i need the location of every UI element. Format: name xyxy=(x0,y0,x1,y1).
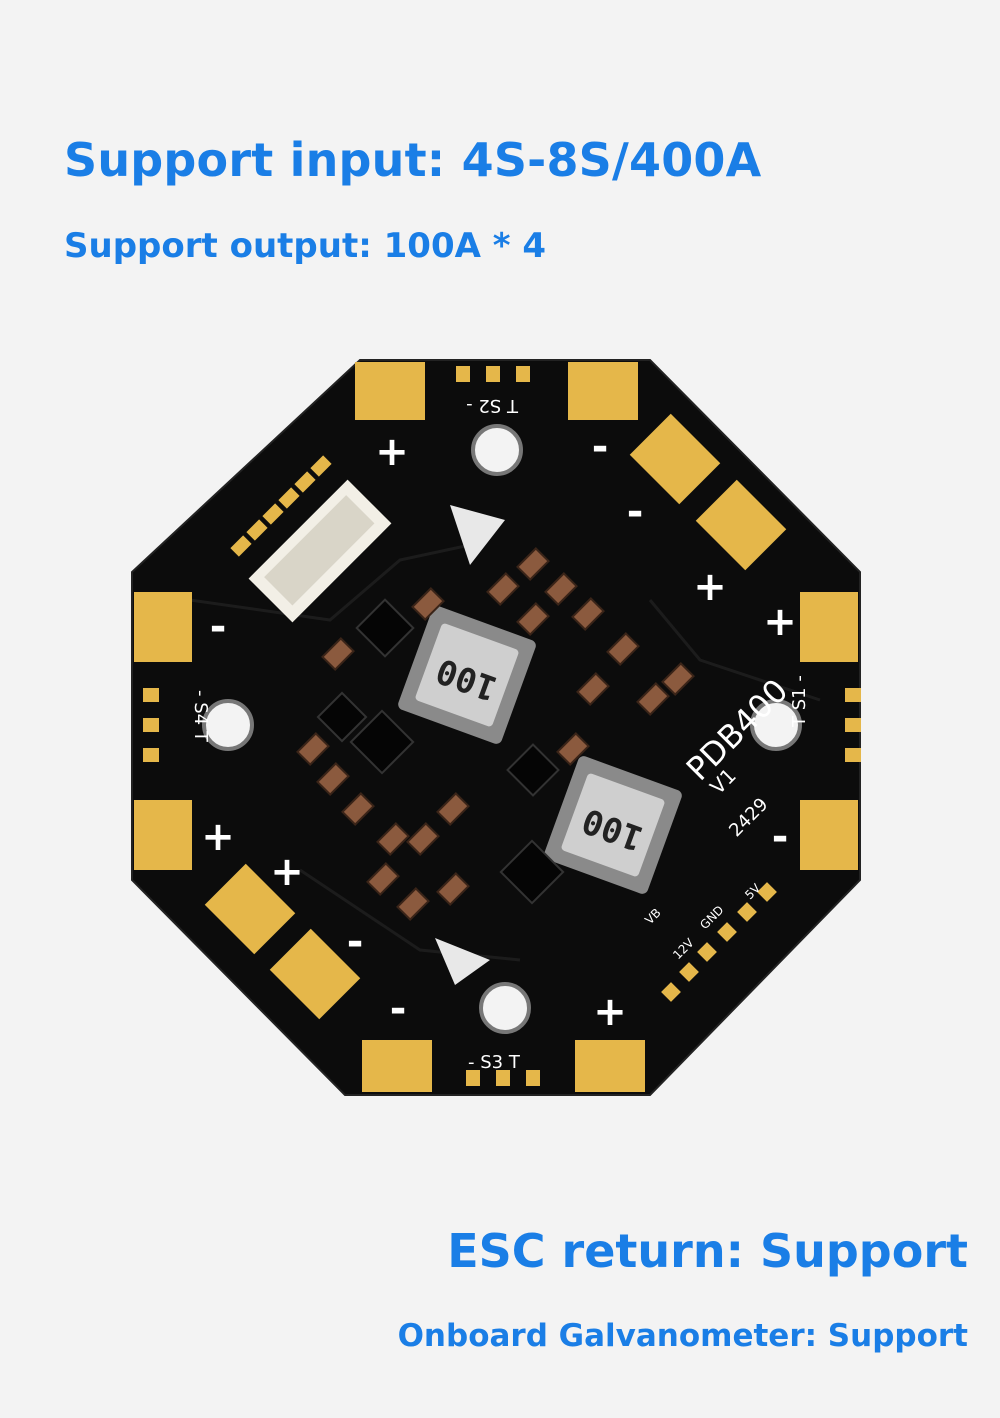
input-spec-heading: Support input: 4S-8S/400A xyxy=(64,133,762,187)
inductor-2 xyxy=(544,756,682,894)
svg-text:+: + xyxy=(201,814,235,860)
svg-text:+: + xyxy=(375,429,409,475)
arrow-top xyxy=(450,505,505,565)
svg-text:-: - xyxy=(592,424,609,470)
ics xyxy=(316,598,565,905)
output-spec-heading: Support output: 100A * 4 xyxy=(64,226,547,266)
polarity-marks: + - - + + - + + - - + - xyxy=(201,424,797,1035)
svg-text:-: - xyxy=(627,489,644,535)
signal-pads xyxy=(143,366,861,1086)
svg-text:- S4 T: - S4 T xyxy=(190,690,211,743)
svg-text:-: - xyxy=(347,919,364,965)
esc-return-feature: ESC return: Support xyxy=(447,1224,968,1278)
output-pads xyxy=(661,882,777,1002)
arrow-bottom xyxy=(435,938,490,985)
svg-text:+: + xyxy=(270,849,304,895)
svg-text:T S2 -: T S2 - xyxy=(466,395,519,416)
connector-pads xyxy=(230,455,332,557)
power-pads xyxy=(134,362,858,1092)
jst-connector xyxy=(248,479,392,623)
svg-text:T S1 -: T S1 - xyxy=(789,675,810,728)
mounting-holes xyxy=(202,424,802,1034)
svg-text:+: + xyxy=(593,989,627,1035)
svg-text:-: - xyxy=(390,986,407,1032)
galvanometer-feature: Onboard Galvanometer: Support xyxy=(397,1318,968,1354)
svg-text:+: + xyxy=(693,564,727,610)
svg-text:-: - xyxy=(772,814,789,860)
svg-text:+: + xyxy=(763,599,797,645)
inductor-1 xyxy=(398,606,536,744)
signal-labels: T S2 - - S3 T - S4 T T S1 - xyxy=(190,395,810,1073)
svg-text:- S3 T: - S3 T xyxy=(468,1052,521,1073)
svg-text:-: - xyxy=(210,604,227,650)
capacitors xyxy=(296,547,695,921)
